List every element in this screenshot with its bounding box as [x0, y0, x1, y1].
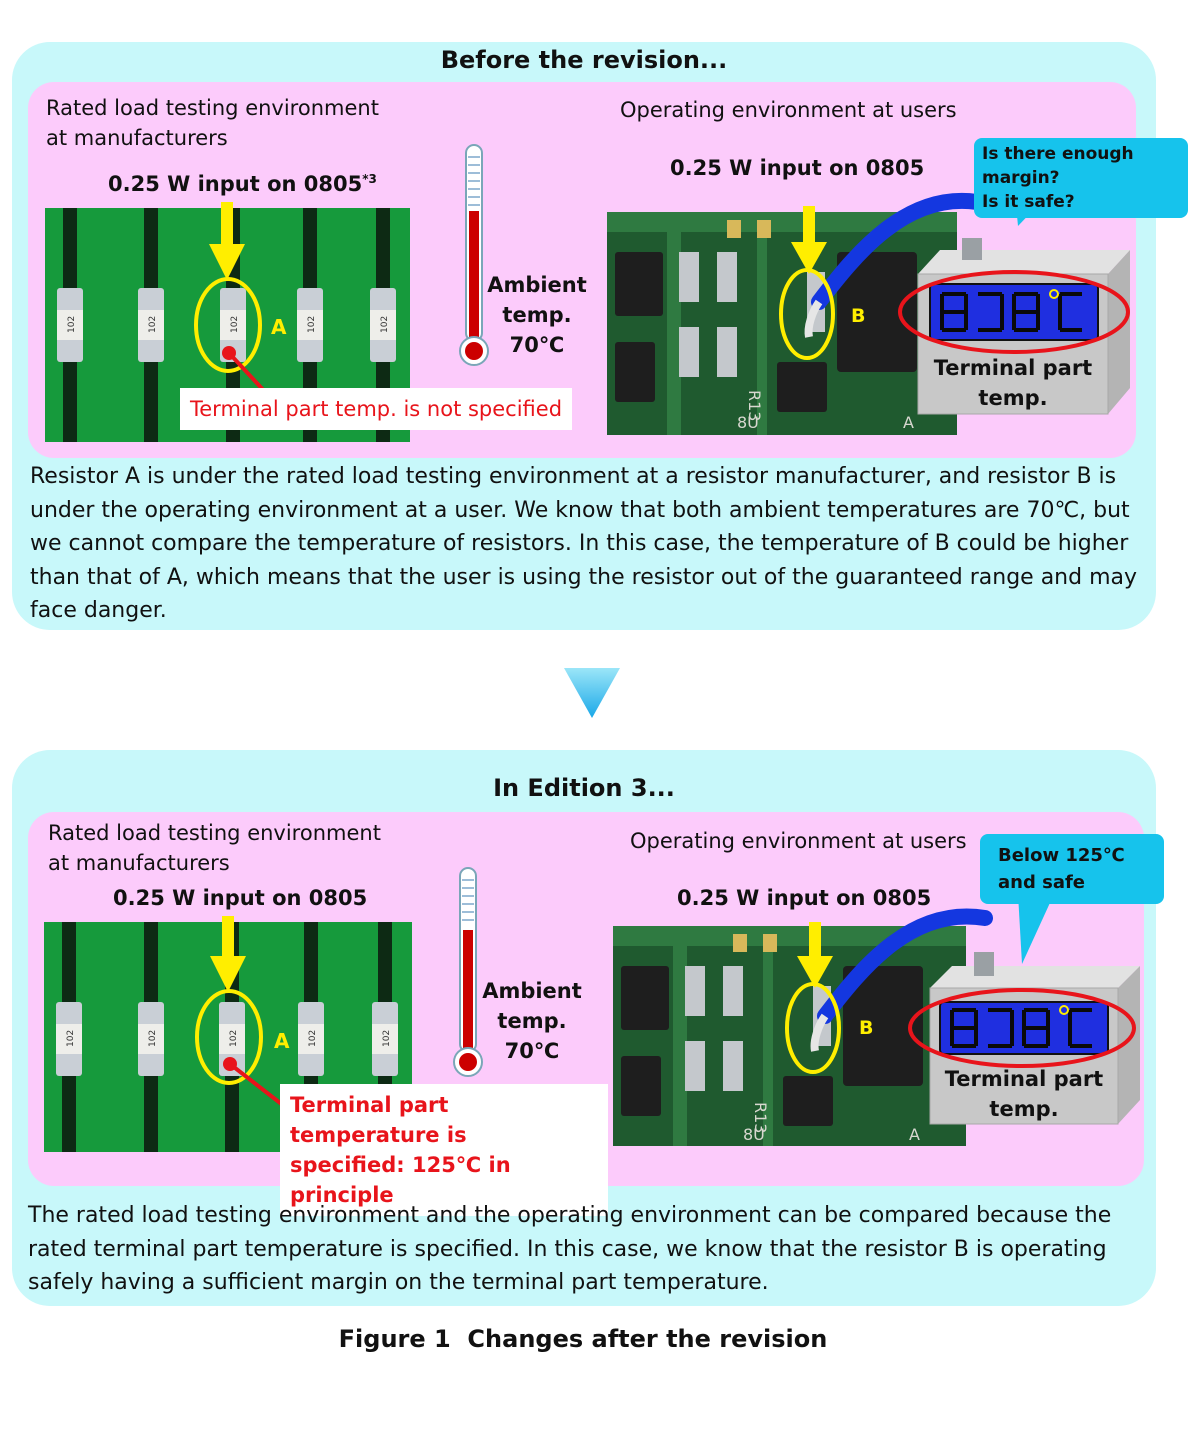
after-silkscreen-r13: R13 — [751, 1102, 770, 1133]
after-resistor-b-label: B — [859, 1017, 873, 1039]
marking-3: 102 — [230, 316, 240, 333]
before-temp-meter — [898, 238, 1130, 415]
before-description: Resistor A is under the rated load testi… — [30, 464, 1138, 623]
after-pcb-a-photo: 102 102 102 102 102 A — [44, 916, 412, 1152]
before-resistor-a-label: A — [271, 315, 287, 339]
after-description: The rated load testing environment and t… — [28, 1203, 1112, 1295]
before-resistor-a-circle — [194, 277, 262, 373]
after-manufacturer-label-1: Rated load testing environment — [48, 821, 381, 845]
after-resistor-b-circle — [785, 982, 841, 1074]
before-callout-line — [227, 351, 269, 396]
after-input-arrow-a — [210, 916, 246, 992]
before-silkscreen-u8: 8U — [737, 413, 759, 432]
before-ambient-label-1: Ambient — [487, 273, 587, 297]
after-marking-2: 102 — [148, 1030, 158, 1047]
after-meter-label-2: temp. — [989, 1097, 1059, 1121]
after-meter-label-1: Terminal part — [944, 1067, 1104, 1091]
before-user-label: Operating environment at users — [620, 98, 957, 122]
after-thermometer-icon — [453, 867, 483, 1077]
after-ambient-label-3: 70℃ — [504, 1039, 560, 1063]
before-silkscreen-a: A — [903, 413, 914, 432]
after-temp-meter — [908, 952, 1140, 1125]
before-meter-label-2: temp. — [978, 386, 1048, 410]
before-thermometer-icon — [459, 144, 489, 366]
after-bubble-line-2: and safe — [998, 872, 1086, 893]
before-question-bubble: Is there enough margin? Is it safe? — [974, 138, 1188, 218]
before-probe-cable — [811, 192, 985, 310]
before-manufacturer-input: 0.25 W input on 0805*3 — [108, 164, 377, 199]
after-input-arrow-b — [797, 922, 833, 988]
before-ambient-label-3: 70℃ — [509, 333, 565, 357]
after-callout-line — [228, 1062, 286, 1108]
after-callout-line-2: specified: 125℃ in principle — [290, 1153, 511, 1207]
marking-1: 102 — [67, 316, 77, 333]
before-ambient-label-2: temp. — [502, 303, 572, 327]
after-title: In Edition 3... — [493, 774, 675, 802]
after-silkscreen-u8: 8U — [743, 1125, 765, 1144]
after-marking-4: 102 — [308, 1030, 318, 1047]
after-bubble-line-1: Below 125℃ — [998, 845, 1125, 866]
marking-2: 102 — [148, 316, 158, 333]
after-probe-cable — [817, 908, 993, 1024]
after-manufacturer-input: 0.25 W input on 0805 — [113, 886, 368, 910]
before-display-circle — [898, 270, 1130, 354]
down-arrow-icon — [564, 668, 620, 718]
before-manufacturer-input-text: 0.25 W input on 0805 — [108, 172, 363, 196]
after-callout: Terminal part temperature is specified: … — [280, 1084, 608, 1216]
before-input-arrow-b — [791, 206, 827, 274]
after-display-digits — [950, 1008, 1092, 1048]
before-silkscreen-r13: R13 — [745, 390, 764, 421]
pcb-a-resistors — [57, 288, 396, 362]
figure-caption: Figure 1 Changes after the revision — [338, 1325, 828, 1353]
before-meter-label-1: Terminal part — [933, 356, 1093, 380]
before-manufacturer-label-2: at manufacturers — [46, 126, 228, 150]
before-pcb-b-photo: R13 8U A B — [607, 192, 985, 435]
after-silkscreen-a: A — [909, 1125, 920, 1144]
after-display-circle — [908, 988, 1136, 1068]
before-display-digits — [940, 292, 1082, 332]
before-manufacturer-label-1: Rated load testing environment — [46, 96, 379, 120]
after-manufacturer-label-2: at manufacturers — [48, 851, 230, 875]
before-bubble-line-2: Is it safe? — [982, 192, 1075, 212]
before-title: Before the revision... — [440, 46, 728, 74]
marking-4: 102 — [307, 316, 317, 333]
after-bubble-tail — [1018, 894, 1054, 964]
after-marking-3: 102 — [229, 1030, 239, 1047]
before-footnote-mark: *3 — [362, 172, 377, 186]
after-marking-1: 102 — [66, 1030, 76, 1047]
before-resistor-b-label: B — [851, 305, 865, 327]
after-user-label: Operating environment at users — [630, 829, 967, 853]
before-callout: Terminal part temp. is not specified — [180, 388, 573, 430]
after-ambient-label-2: temp. — [497, 1009, 567, 1033]
before-bubble-line-1: Is there enough margin? — [982, 144, 1134, 188]
pcb-a-markings: 102 102 102 102 102 — [67, 316, 390, 333]
after-resistor-a-circle — [195, 989, 263, 1085]
after-marking-5: 102 — [382, 1030, 392, 1047]
after-safe-bubble: Below 125℃ and safe — [980, 834, 1164, 904]
before-user-input: 0.25 W input on 0805 — [670, 156, 925, 180]
after-user-input: 0.25 W input on 0805 — [677, 886, 932, 910]
after-resistor-a-label: A — [274, 1029, 290, 1053]
after-ambient-label-1: Ambient — [482, 979, 582, 1003]
after-pcb-b-photo: R13 8U A B — [613, 908, 993, 1146]
before-input-arrow-a — [209, 202, 245, 280]
marking-5: 102 — [380, 316, 390, 333]
after-callout-line-1: Terminal part temperature is — [290, 1093, 467, 1147]
before-resistor-b-circle — [779, 268, 835, 360]
